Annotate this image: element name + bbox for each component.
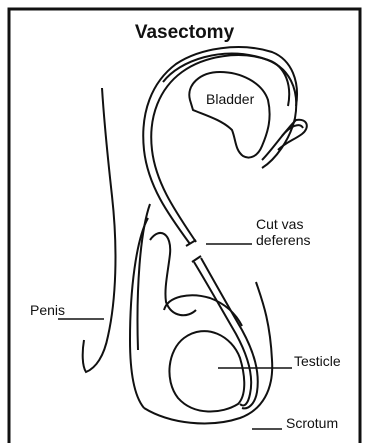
vas-deferens-lower-outer bbox=[194, 262, 251, 406]
scrotum-outline bbox=[144, 233, 272, 423]
penis-label: Penis bbox=[30, 303, 65, 318]
scrotum-wall bbox=[164, 295, 242, 326]
bladder-outline bbox=[189, 72, 269, 158]
bladder-label: Bladder bbox=[206, 92, 254, 107]
cut-vas-label-line2: deferens bbox=[256, 233, 310, 248]
testicle-outline bbox=[169, 331, 244, 411]
penis-inner bbox=[130, 218, 148, 408]
penis-outer bbox=[83, 88, 116, 372]
urethra-line bbox=[138, 204, 151, 350]
scrotum-label: Scrotum bbox=[286, 416, 338, 431]
vas-cut-lower-end bbox=[192, 256, 201, 262]
cut-vas-label-line1: Cut vas bbox=[256, 217, 303, 232]
diagram-title: Vasectomy bbox=[0, 22, 369, 44]
vas-deferens-upper-inner bbox=[151, 55, 289, 242]
testicle-label: Testicle bbox=[294, 354, 341, 369]
vas-deferens-lower-inner bbox=[201, 258, 258, 408]
